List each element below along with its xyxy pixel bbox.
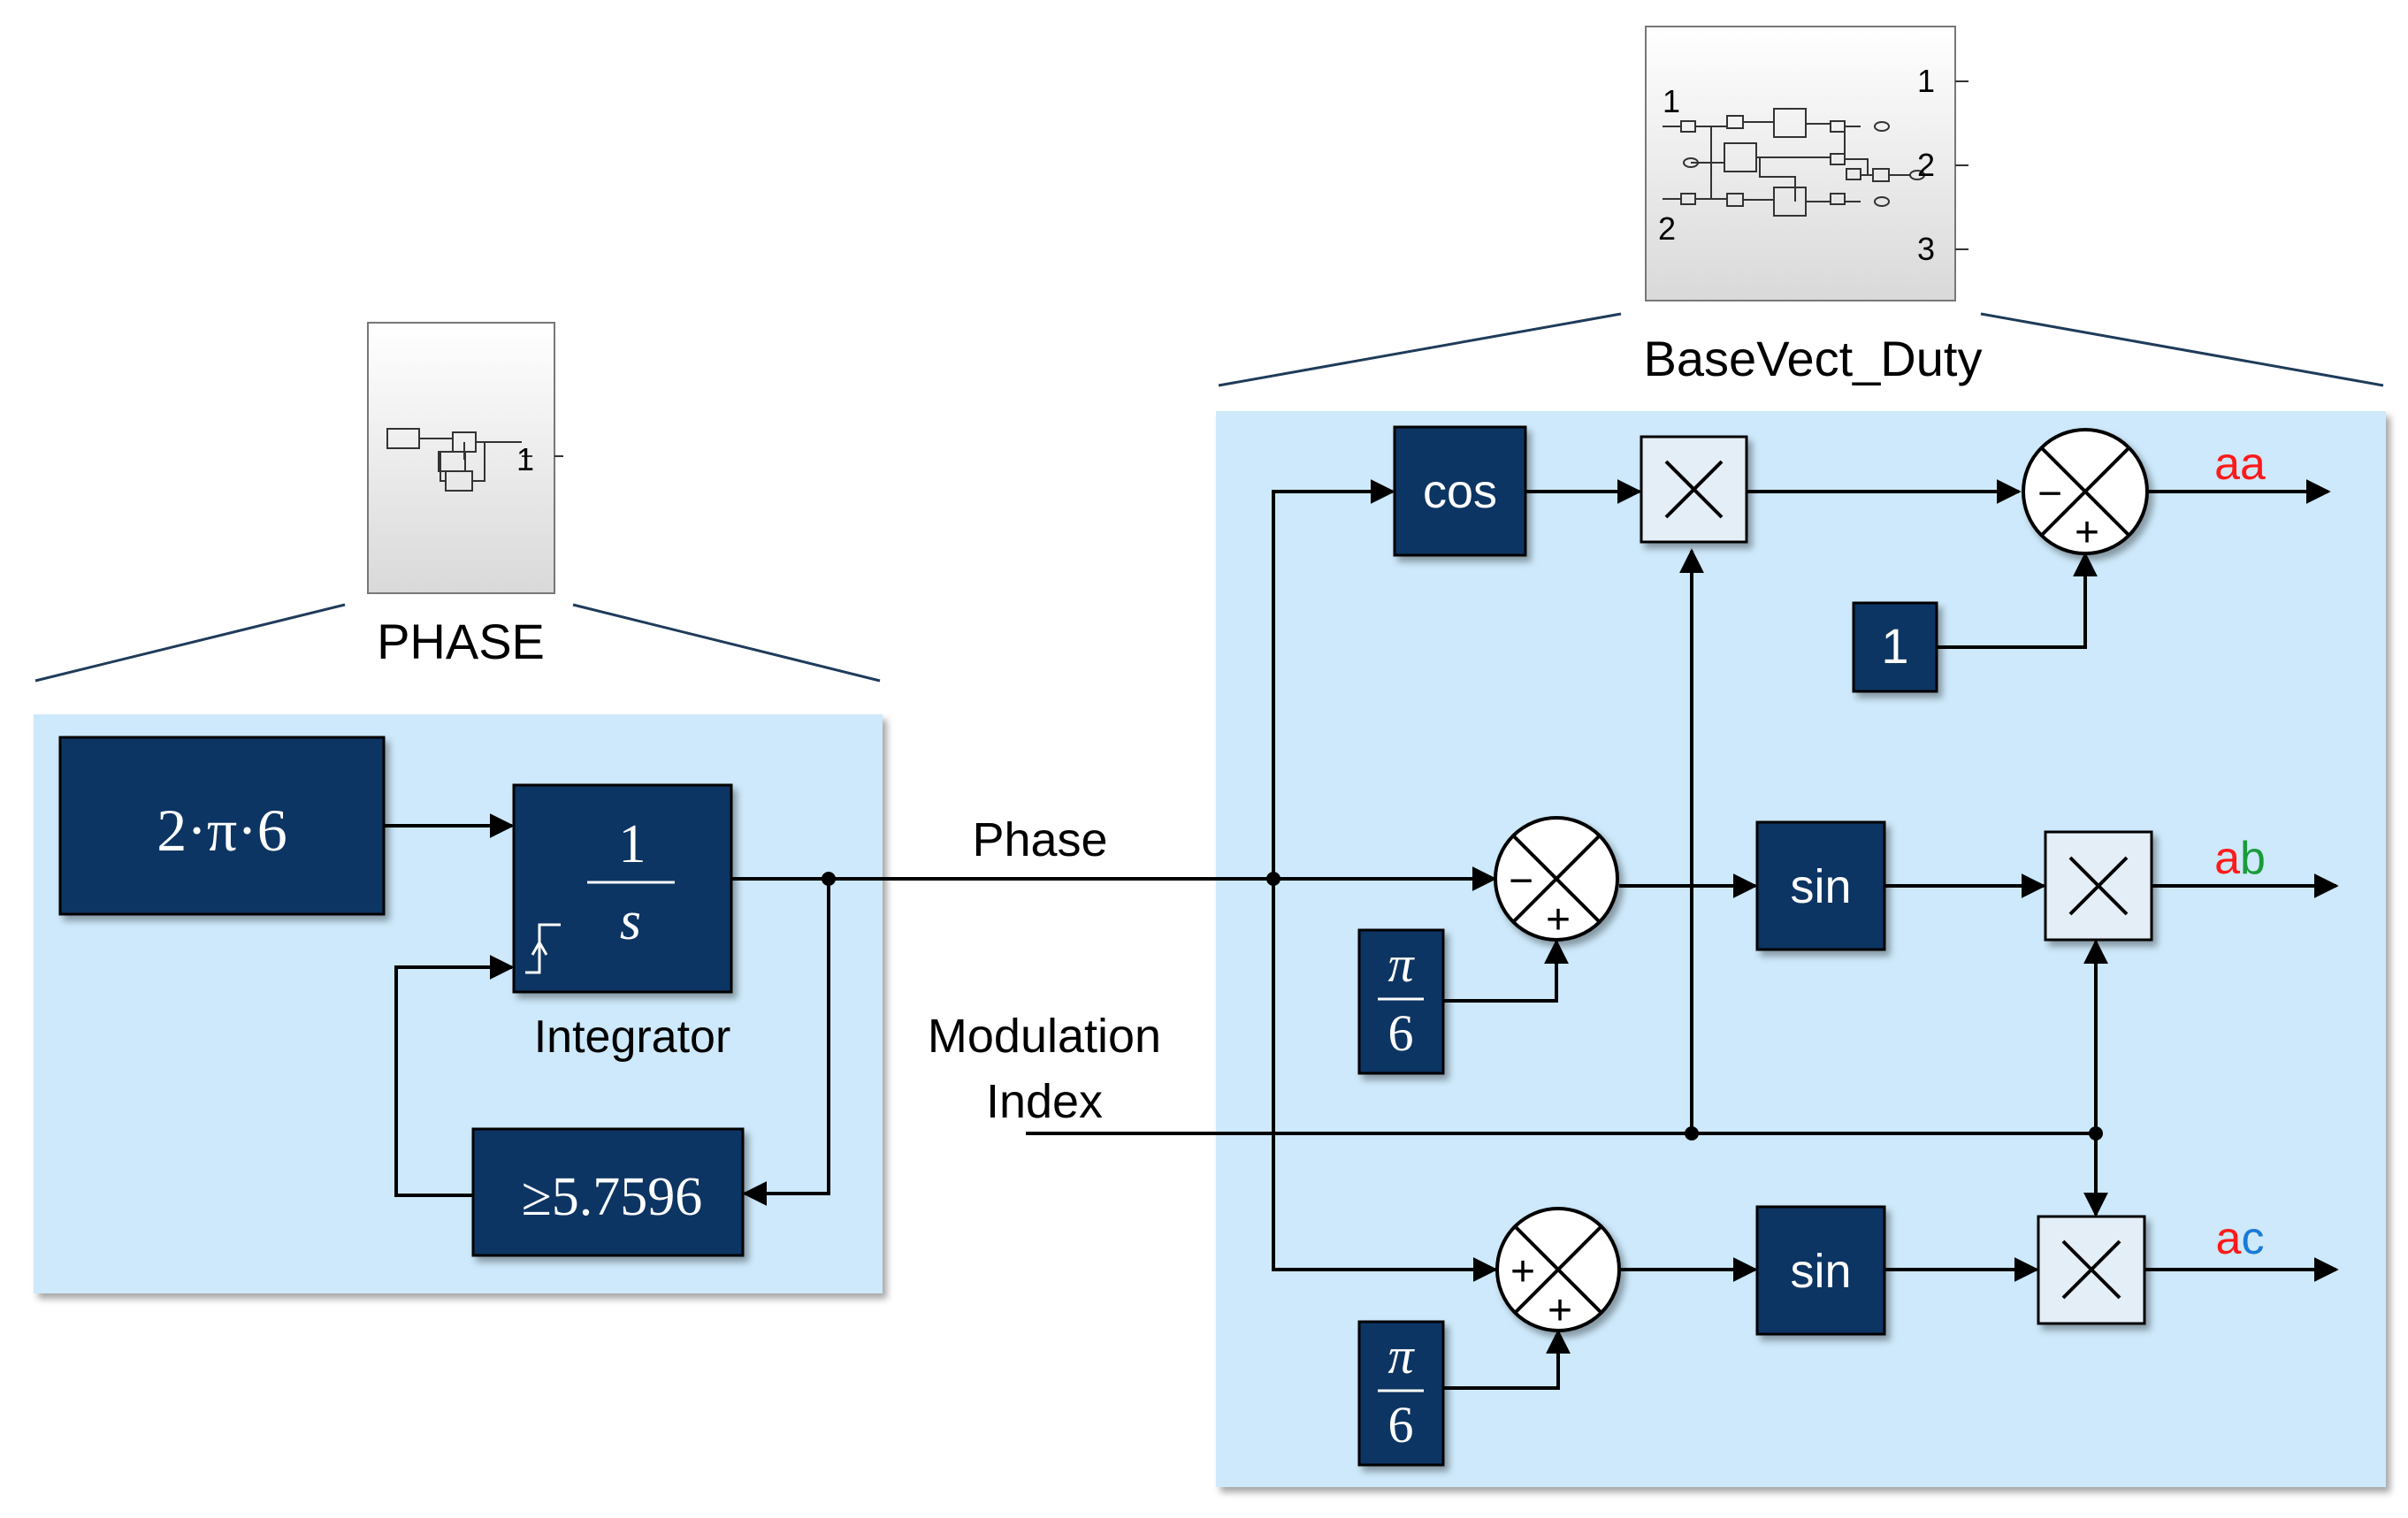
sum-block-ac[interactable]: + + xyxy=(1495,1207,1621,1334)
pi-over-six-block-ab[interactable]: π 6 xyxy=(1357,928,1445,1075)
mod-split-dot-2 xyxy=(2089,1126,2103,1140)
integrator-caption: Integrator xyxy=(534,1011,731,1063)
output-label-ab: ab xyxy=(2214,833,2266,884)
output-label-aa: aa xyxy=(2214,439,2266,490)
basevect-out-port-3: 3 xyxy=(1917,231,1935,267)
product-block-ab[interactable] xyxy=(2044,830,2153,942)
modulation-label-line2: Index xyxy=(986,1075,1103,1128)
pi-ac-denominator: 6 xyxy=(1388,1396,1414,1453)
basevect-out-port-1: 1 xyxy=(1917,63,1935,99)
pi-ac-numerator: π xyxy=(1387,1327,1415,1385)
phase-branch-dot xyxy=(822,872,836,886)
sum-ac-plus-bottom: + xyxy=(1548,1287,1572,1334)
phase-signal-label: Phase xyxy=(972,813,1107,866)
integrator-numerator: 1 xyxy=(619,814,646,874)
sin-block-ab[interactable]: sin xyxy=(1755,820,1886,951)
phase-zoom-line-right xyxy=(572,603,881,683)
product-block-aa[interactable] xyxy=(1640,435,1748,544)
sum-aa-minus: − xyxy=(2037,470,2062,517)
basevect-in-port-1: 1 xyxy=(1663,83,1680,119)
mod-split-dot-1 xyxy=(1685,1126,1699,1140)
basevect-zoom-line-right xyxy=(1980,312,2384,387)
compare-label: ≥5.7596 xyxy=(522,1167,703,1227)
basevect-title: BaseVect_Duty xyxy=(1644,331,1983,386)
basevect-thumbnail[interactable]: 1 2 1 2 3 xyxy=(1645,26,1968,301)
integrator-block[interactable]: 1 s xyxy=(512,783,733,994)
basevect-wires xyxy=(1026,479,2339,1390)
pi-ab-numerator: π xyxy=(1387,935,1415,993)
pi-over-six-block-ac[interactable]: π 6 xyxy=(1357,1320,1445,1467)
sum-ab-plus: + xyxy=(1546,896,1571,943)
sum-ac-plus-left: + xyxy=(1510,1248,1535,1295)
cos-block[interactable]: cos xyxy=(1393,425,1527,557)
output-label-ac: ac xyxy=(2216,1213,2265,1264)
phase-split-dot xyxy=(1266,872,1280,886)
constant-one-label: 1 xyxy=(1881,618,1908,674)
gain-label: 2·π·6 xyxy=(157,797,287,864)
integrator-denominator: s xyxy=(620,891,641,951)
phase-thumbnail[interactable]: 1 xyxy=(367,322,563,594)
sin-ab-label: sin xyxy=(1790,860,1851,913)
phase-thumb-port: 1 xyxy=(516,441,534,477)
modulation-label-line1: Modulation xyxy=(928,1010,1161,1063)
sin-ac-label: sin xyxy=(1790,1245,1851,1298)
product-block-ac[interactable] xyxy=(2037,1215,2146,1325)
sin-block-ac[interactable]: sin xyxy=(1755,1205,1886,1336)
sum-aa-plus: + xyxy=(2075,509,2099,556)
constant-one-block[interactable]: 1 xyxy=(1852,601,1938,693)
phase-wires xyxy=(384,813,1273,1206)
basevect-in-port-2: 2 xyxy=(1658,210,1676,247)
phase-zoom-line-left xyxy=(34,603,346,683)
basevect-out-port-2: 2 xyxy=(1917,147,1935,183)
reset-trigger-icon xyxy=(525,923,561,974)
sum-block-aa[interactable]: − + xyxy=(2022,428,2149,556)
sum-block-ab[interactable]: − + xyxy=(1494,816,1619,943)
phase-title: PHASE xyxy=(377,614,545,669)
cos-label: cos xyxy=(1423,465,1497,518)
gain-block[interactable]: 2·π·6 xyxy=(58,736,386,916)
sum-ab-minus: − xyxy=(1509,858,1533,904)
basevect-zoom-line-left xyxy=(1218,312,1622,387)
compare-block[interactable]: ≥5.7596 xyxy=(471,1127,745,1257)
pi-ab-denominator: 6 xyxy=(1388,1004,1414,1062)
